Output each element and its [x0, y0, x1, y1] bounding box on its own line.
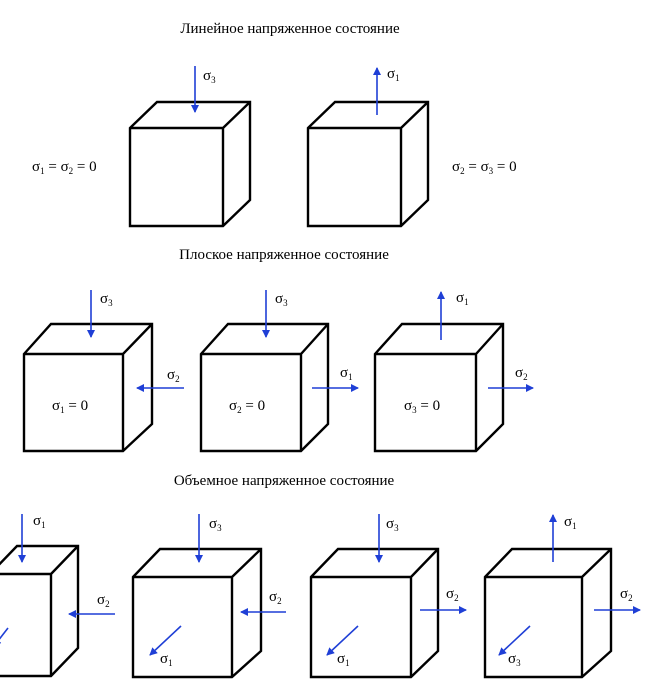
cube-plane-2	[199, 322, 330, 453]
cube-face	[199, 322, 330, 453]
cube-volumetric-1	[0, 544, 80, 678]
cube-face	[131, 547, 263, 679]
equation-sigma1-zero: σ1 = 0	[52, 398, 88, 415]
cube-plane-3	[373, 322, 505, 453]
label-sigma2: σ2	[97, 592, 110, 609]
label-sigma1: σ1	[160, 651, 173, 668]
label-sigma2: σ2	[269, 589, 282, 606]
label-sigma2: σ2	[167, 367, 180, 384]
equation-labels: σ1 = σ2 = 0 σ2 = σ3 = 0 σ1 = 0 σ2 = 0 σ3…	[32, 159, 517, 415]
arrow-diag-in	[0, 627, 9, 647]
cube-face	[0, 544, 80, 678]
section-title-linear: Линейное напряженное состояние	[180, 21, 400, 37]
arrow-diag-sigma1	[326, 625, 359, 656]
cube-face	[483, 547, 613, 679]
label-sigma3: σ3	[209, 516, 222, 533]
cube-volumetric-4	[483, 547, 613, 679]
cube-face	[22, 322, 154, 453]
label-sigma3: σ3	[100, 291, 113, 308]
cube-volumetric-2	[131, 547, 263, 679]
cube-plane-1	[22, 322, 154, 453]
cube-face	[309, 547, 440, 679]
label-sigma2: σ2	[446, 586, 459, 603]
cube-face	[373, 322, 505, 453]
arrow-diag-sigma3	[498, 625, 531, 656]
equation-sigma1-sigma2-zero: σ1 = σ2 = 0	[32, 159, 97, 176]
equation-sigma3-zero: σ3 = 0	[404, 398, 440, 415]
label-sigma1: σ1	[456, 290, 469, 307]
section-title-plane: Плоское напряженное состояние	[179, 247, 389, 263]
cube-volumetric-3	[309, 547, 440, 679]
arrow-labels: σ3 σ1 σ3 σ2 σ3 σ1 σ1 σ2 σ1 σ2 σ3 σ2 σ1 σ…	[33, 66, 633, 668]
force-arrows	[0, 66, 641, 656]
equation-sigma2-sigma3-zero: σ2 = σ3 = 0	[452, 159, 517, 176]
label-sigma1: σ1	[564, 514, 577, 531]
label-sigma1: σ1	[387, 66, 400, 83]
label-sigma1: σ1	[33, 513, 46, 530]
label-sigma3: σ3	[203, 68, 216, 85]
cube-face	[128, 100, 252, 228]
equation-sigma2-zero: σ2 = 0	[229, 398, 265, 415]
cube-linear-compression	[128, 100, 252, 228]
cube-linear-tension	[306, 100, 430, 228]
label-sigma2: σ2	[515, 365, 528, 382]
label-sigma2: σ2	[620, 586, 633, 603]
label-sigma1: σ1	[340, 365, 353, 382]
arrow-diag-sigma1	[149, 625, 182, 656]
label-sigma1: σ1	[337, 651, 350, 668]
cube-face	[306, 100, 430, 228]
section-title-volumetric: Объемное напряженное состояние	[174, 473, 395, 489]
label-sigma3: σ3	[386, 516, 399, 533]
label-sigma3: σ3	[508, 651, 521, 668]
label-sigma3: σ3	[275, 291, 288, 308]
